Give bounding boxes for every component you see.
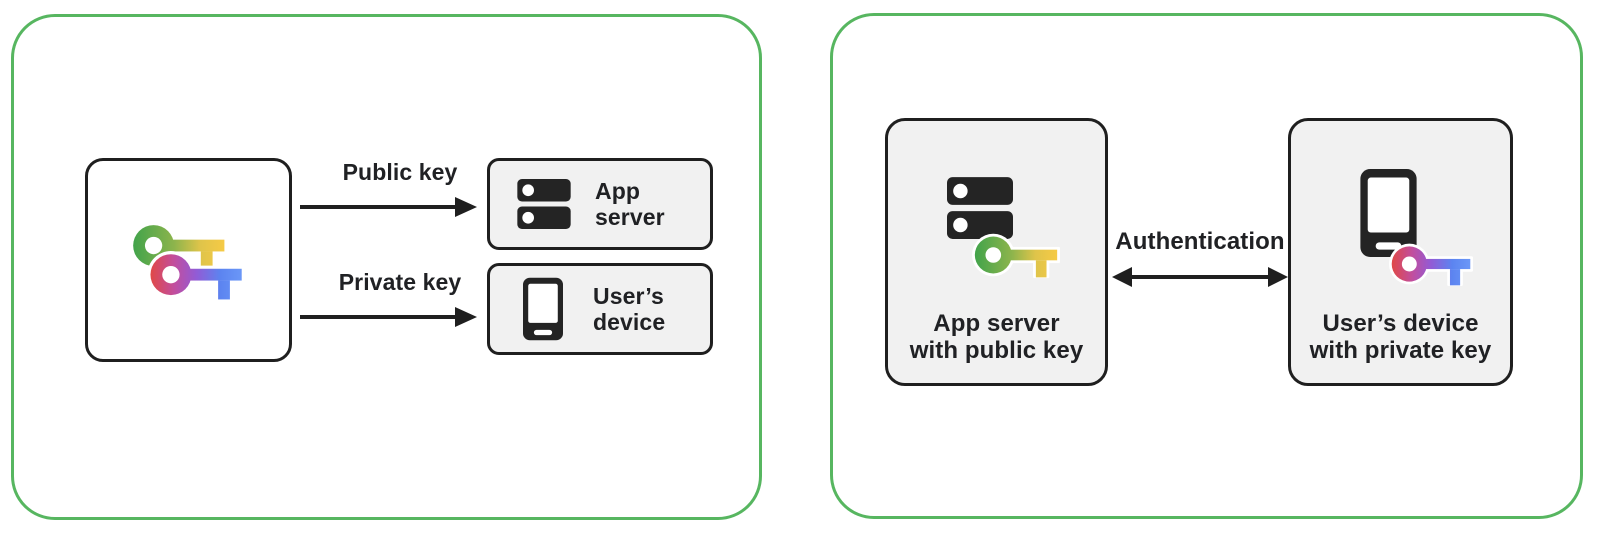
server-icon — [517, 179, 571, 229]
public-key-flow-label: Public key — [342, 159, 458, 185]
authentication-label: Authentication — [1115, 228, 1285, 255]
smartphone-icon — [1360, 169, 1417, 262]
public-key-arrow — [300, 205, 457, 209]
users-device-box: User’s device — [487, 263, 713, 355]
passkey-source-box — [85, 158, 292, 362]
smartphone-icon — [523, 274, 563, 344]
authentication-arrowhead-left-icon — [1112, 267, 1132, 287]
users-device-label: User’s device — [593, 283, 666, 335]
app-server-with-public-key-box: App server with public key — [885, 118, 1108, 386]
passkey-icon — [132, 224, 245, 300]
private-key-icon — [1389, 240, 1473, 293]
authentication-arrow — [1130, 275, 1270, 279]
public-key-arrowhead-icon — [455, 197, 477, 217]
private-key-arrowhead-icon — [455, 307, 477, 327]
users-device-with-private-key-label: User’s device with private key — [1309, 310, 1492, 364]
server-icon — [947, 177, 1013, 244]
users-device-with-private-key-box: User’s device with private key — [1288, 118, 1513, 386]
authentication-arrowhead-right-icon — [1268, 267, 1288, 287]
app-server-with-public-key-label: App server with public key — [909, 310, 1084, 364]
public-key-icon — [972, 230, 1060, 285]
key-generation-panel: Public key App server Private key — [11, 14, 762, 520]
app-server-box: App server — [487, 158, 713, 250]
authentication-panel: App server with public key Authenticatio… — [830, 13, 1583, 519]
app-server-label: App server — [595, 178, 665, 230]
private-key-arrow — [300, 315, 457, 319]
private-key-flow-label: Private key — [338, 269, 462, 295]
